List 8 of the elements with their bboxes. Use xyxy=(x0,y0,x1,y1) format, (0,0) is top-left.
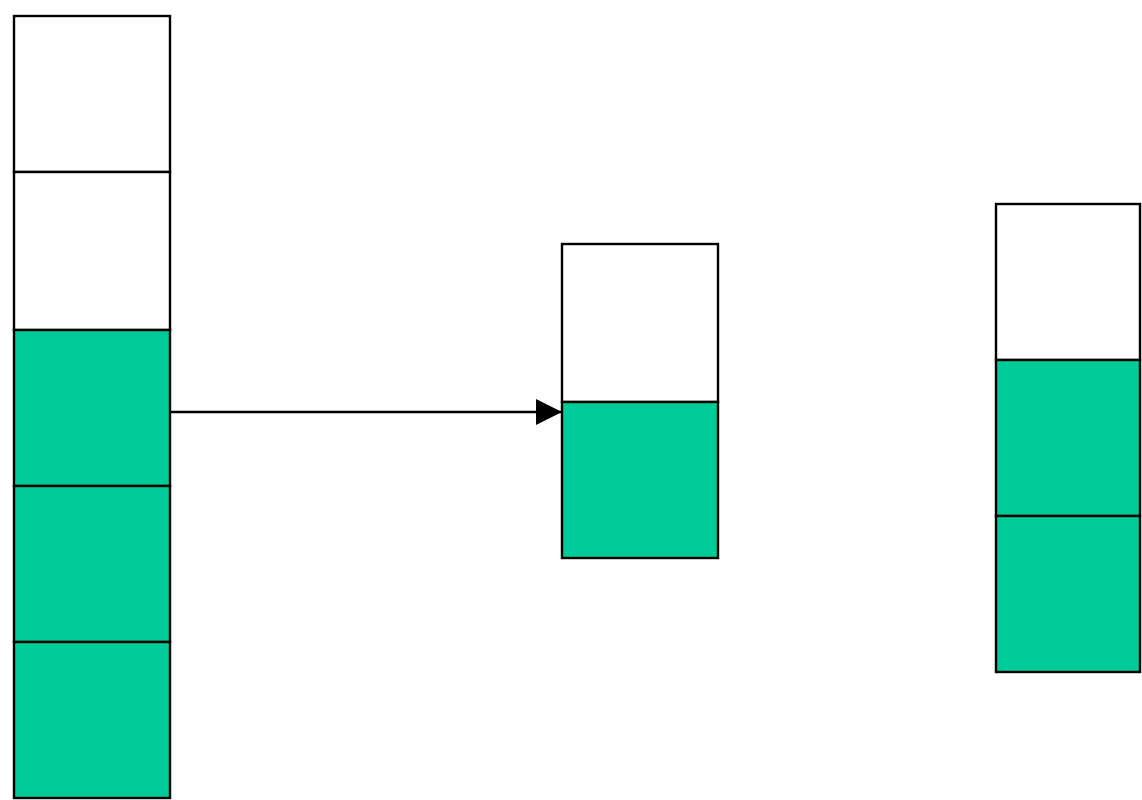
filled-block xyxy=(12,484,172,644)
filled-block xyxy=(994,358,1142,518)
filled-block xyxy=(12,640,172,800)
arrow xyxy=(170,399,562,425)
filled-block xyxy=(12,328,172,488)
filled-block xyxy=(560,400,720,560)
empty-block xyxy=(12,14,172,174)
filled-block xyxy=(994,514,1142,674)
